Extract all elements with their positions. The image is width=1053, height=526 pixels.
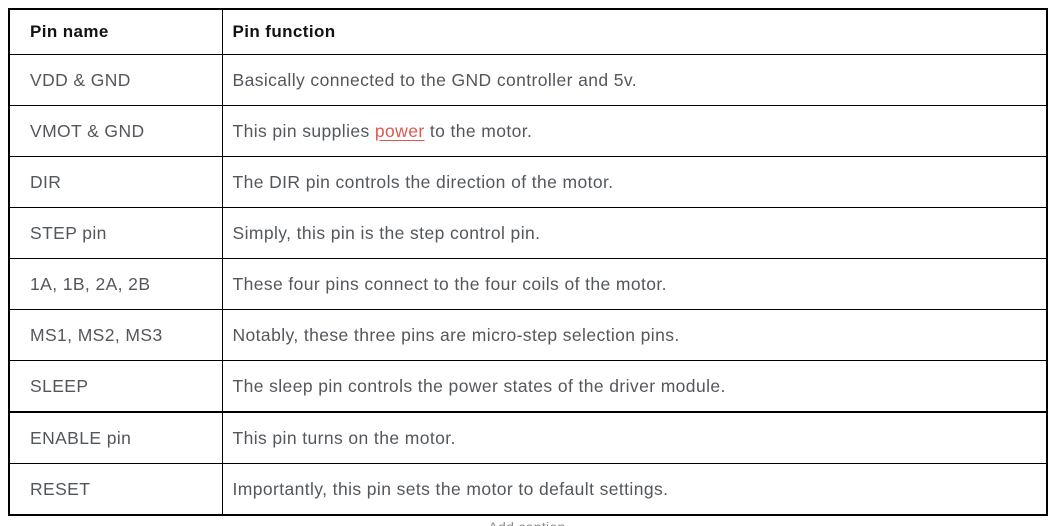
table-row: MS1, MS2, MS3 Notably, these three pins … — [8, 309, 1048, 361]
pin-function-table: Pin name Pin function VDD & GND Basicall… — [8, 8, 1048, 516]
header-pin-function: Pin function — [221, 8, 1048, 55]
pin-function-cell: These four pins connect to the four coil… — [221, 258, 1048, 310]
pin-name-cell: VDD & GND — [8, 54, 223, 106]
table-header-row: Pin name Pin function — [8, 8, 1048, 55]
table-row: RESET Importantly, this pin sets the mot… — [8, 463, 1048, 516]
pin-name-cell: VMOT & GND — [8, 105, 223, 157]
pin-name-cell: DIR — [8, 156, 223, 208]
function-text-before: This pin supplies — [232, 120, 375, 141]
pin-name-cell: RESET — [8, 463, 223, 516]
table-row: VMOT & GND This pin supplies power to th… — [8, 105, 1048, 157]
pin-name-cell: ENABLE pin — [8, 411, 223, 464]
table-row: VDD & GND Basically connected to the GND… — [8, 54, 1048, 106]
pin-name-cell: SLEEP — [8, 360, 223, 413]
table-row: DIR The DIR pin controls the direction o… — [8, 156, 1048, 208]
table-row: 1A, 1B, 2A, 2B These four pins connect t… — [8, 258, 1048, 310]
pin-function-cell: The DIR pin controls the direction of th… — [221, 156, 1048, 208]
pin-function-cell: Notably, these three pins are micro-step… — [221, 309, 1048, 361]
pin-name-cell: MS1, MS2, MS3 — [8, 309, 223, 361]
power-link[interactable]: power — [374, 120, 425, 141]
header-pin-name: Pin name — [8, 8, 223, 55]
pin-name-cell: 1A, 1B, 2A, 2B — [8, 258, 223, 310]
table-row: SLEEP The sleep pin controls the power s… — [8, 360, 1048, 413]
pin-name-cell: STEP pin — [8, 207, 223, 259]
pin-function-cell: Importantly, this pin sets the motor to … — [221, 463, 1048, 516]
function-text-after: to the motor. — [424, 120, 533, 141]
pin-function-cell: This pin supplies power to the motor. — [221, 105, 1048, 157]
pin-function-cell: The sleep pin controls the power states … — [221, 360, 1048, 413]
caption-placeholder[interactable]: Add caption — [8, 519, 1046, 526]
pin-function-cell: This pin turns on the motor. — [221, 411, 1048, 464]
pin-function-cell: Simply, this pin is the step control pin… — [221, 207, 1048, 259]
table-row: ENABLE pin This pin turns on the motor. — [8, 411, 1048, 464]
pin-function-cell: Basically connected to the GND controlle… — [221, 54, 1048, 106]
table-row: STEP pin Simply, this pin is the step co… — [8, 207, 1048, 259]
